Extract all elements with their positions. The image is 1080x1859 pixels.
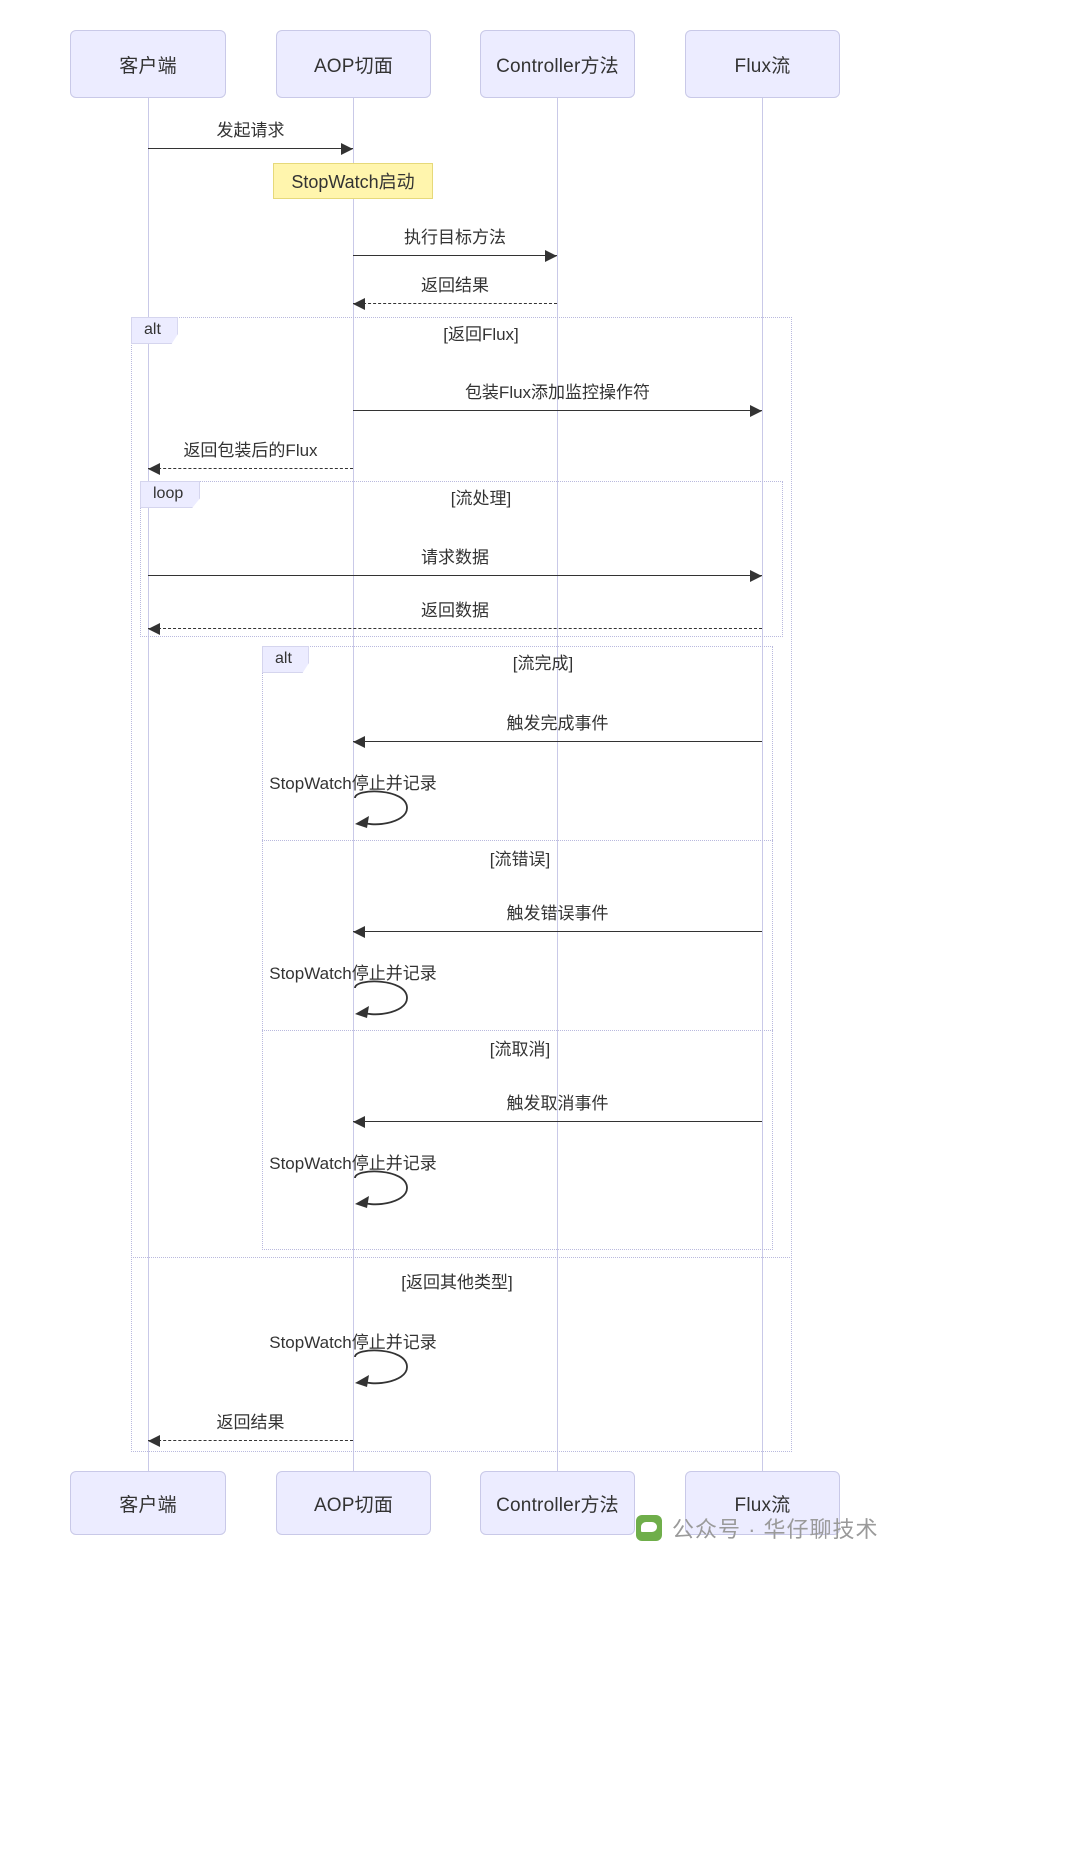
actor-top-label: 客户端 [119, 55, 177, 77]
fragment-label-alt: alt [262, 646, 309, 674]
self-message-label-s3: StopWatch停止并记录 [269, 1154, 437, 1173]
message-line-m10 [353, 1121, 762, 1122]
fragment-condition: [流取消] [489, 1040, 551, 1059]
actor-top-label: Controller方法 [496, 55, 619, 77]
actor-top-flux: Flux流 [685, 30, 840, 98]
actor-top-aop: AOP切面 [276, 30, 431, 98]
message-label-m5: 返回包装后的Flux [183, 441, 318, 460]
actor-bottom-label: 客户端 [119, 1494, 177, 1516]
actor-bottom-controller: Controller方法 [480, 1471, 635, 1535]
message-label-m8: 触发完成事件 [506, 714, 609, 733]
message-label-m10: 触发取消事件 [506, 1094, 609, 1113]
actor-top-controller: Controller方法 [480, 30, 635, 98]
self-message-label-s2: StopWatch停止并记录 [269, 964, 437, 983]
message-arrowhead-m4 [750, 404, 762, 417]
message-arrowhead-m11 [148, 1434, 160, 1447]
actor-bottom-label: Controller方法 [496, 1494, 619, 1516]
note-n1: StopWatch启动 [273, 163, 433, 199]
message-line-m5 [148, 468, 353, 469]
message-arrowhead-m7 [148, 622, 160, 635]
message-arrowhead-m3 [353, 297, 365, 310]
lifeline-client [148, 98, 149, 1471]
message-label-m1: 发起请求 [216, 121, 285, 140]
fragment-separator [262, 840, 773, 841]
fragment-condition: [流处理] [450, 489, 512, 508]
fragment-separator [262, 1030, 773, 1031]
message-arrowhead-m5 [148, 462, 160, 475]
lifeline-controller [557, 98, 558, 1471]
message-label-m2: 执行目标方法 [404, 228, 506, 247]
message-line-m2 [353, 255, 557, 256]
fragment-label-loop: loop [140, 481, 201, 509]
message-label-m11: 返回结果 [216, 1413, 285, 1432]
leaf-logo-icon [636, 1515, 662, 1541]
fragment-condition: [流错误] [489, 850, 551, 869]
actor-bottom-label: Flux流 [734, 1494, 791, 1516]
fragment-separator [131, 1257, 792, 1258]
message-label-m9: 触发错误事件 [506, 904, 609, 923]
watermark: 公众号 · 华仔聊技术 [636, 1512, 879, 1544]
self-message-label-s4: StopWatch停止并记录 [269, 1333, 437, 1352]
message-arrowhead-m10 [353, 1115, 365, 1128]
lifeline-flux [762, 98, 763, 1471]
fragment-label-alt: alt [131, 317, 178, 345]
watermark-text: 公众号 · 华仔聊技术 [672, 1517, 879, 1542]
message-line-m3 [353, 303, 557, 304]
message-arrowhead-m6 [750, 569, 762, 582]
actor-top-label: Flux流 [734, 55, 791, 77]
self-message-loop-s3 [353, 1168, 415, 1214]
message-arrowhead-m8 [353, 735, 365, 748]
actor-top-label: AOP切面 [313, 55, 394, 77]
message-arrowhead-m9 [353, 925, 365, 938]
actor-bottom-client: 客户端 [70, 1471, 226, 1535]
fragment-condition: [返回其他类型] [401, 1273, 513, 1292]
actor-bottom-flux: Flux流 [685, 1471, 840, 1535]
message-label-m4: 包装Flux添加监控操作符 [464, 383, 651, 402]
fragment-condition: [流完成] [512, 654, 574, 673]
message-line-m4 [353, 410, 762, 411]
actor-top-client: 客户端 [70, 30, 226, 98]
actor-bottom-label: AOP切面 [313, 1494, 394, 1516]
fragment-condition: [返回Flux] [443, 325, 519, 344]
message-label-m3: 返回结果 [421, 276, 489, 295]
message-label-m6: 请求数据 [421, 548, 489, 567]
message-arrowhead-m1 [341, 142, 353, 155]
message-line-m1 [148, 148, 353, 149]
lifeline-aop [353, 98, 354, 1471]
message-label-m7: 返回数据 [421, 601, 489, 620]
self-message-label-s1: StopWatch停止并记录 [269, 774, 437, 793]
self-message-loop-s1 [353, 788, 415, 834]
message-line-m11 [148, 1440, 353, 1441]
message-line-m9 [353, 931, 762, 932]
self-message-loop-s4 [353, 1347, 415, 1393]
message-arrowhead-m2 [545, 249, 557, 262]
self-message-loop-s2 [353, 978, 415, 1024]
message-line-m8 [353, 741, 762, 742]
message-line-m6 [148, 575, 762, 576]
message-line-m7 [148, 628, 762, 629]
actor-bottom-aop: AOP切面 [276, 1471, 431, 1535]
